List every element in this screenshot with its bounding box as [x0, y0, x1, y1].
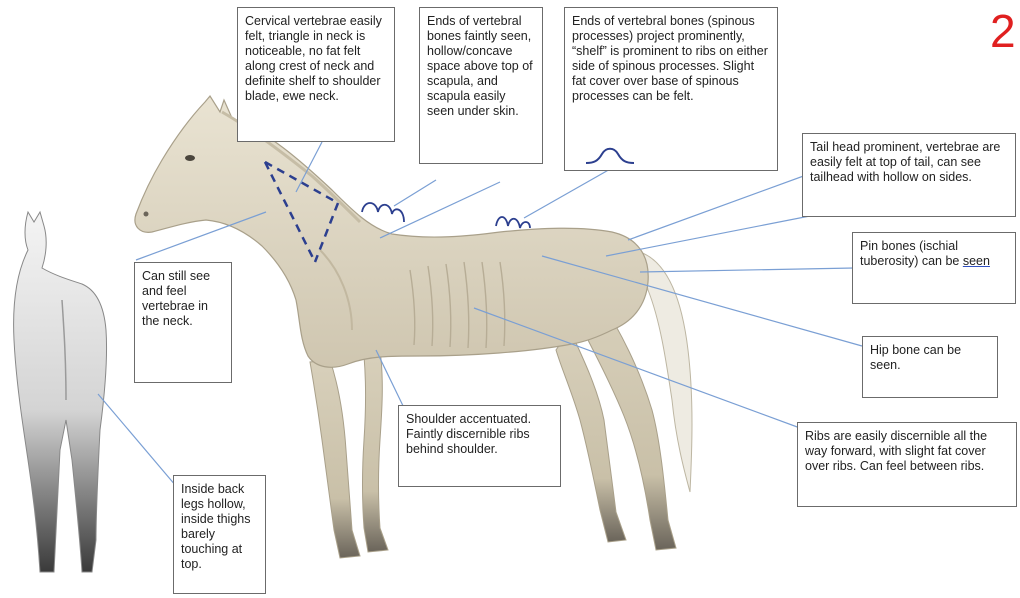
callout-vertebral-ends-faint: Ends of vertebral bones faintly seen, ho…	[419, 7, 543, 164]
callout-hip-bone: Hip bone can be seen.	[862, 336, 998, 398]
callout-cervical-vertebrae: Cervical vertebrae easily felt, triangle…	[237, 7, 395, 142]
callout-pin-bones: Pin bones (ischial tuberosity) can be se…	[852, 232, 1016, 304]
callout-shoulder: Shoulder accentuated. Faintly discernibl…	[398, 405, 561, 487]
pin-bones-text: Pin bones (ischial tuberosity) can be	[860, 239, 963, 268]
callout-tail-head: Tail head prominent, vertebrae are easil…	[802, 133, 1016, 217]
callout-neck-vertebrae: Can still see and feel vertebrae in the …	[134, 262, 232, 383]
body-condition-score: 2	[990, 8, 1016, 54]
spinous-process-icon	[584, 144, 636, 166]
pin-bones-underlined-word: seen	[963, 254, 990, 268]
callout-back-legs: Inside back legs hollow, inside thighs b…	[173, 475, 266, 594]
callout-ribs: Ribs are easily discernible all the way …	[797, 422, 1017, 507]
rear-view-horse	[14, 212, 107, 572]
